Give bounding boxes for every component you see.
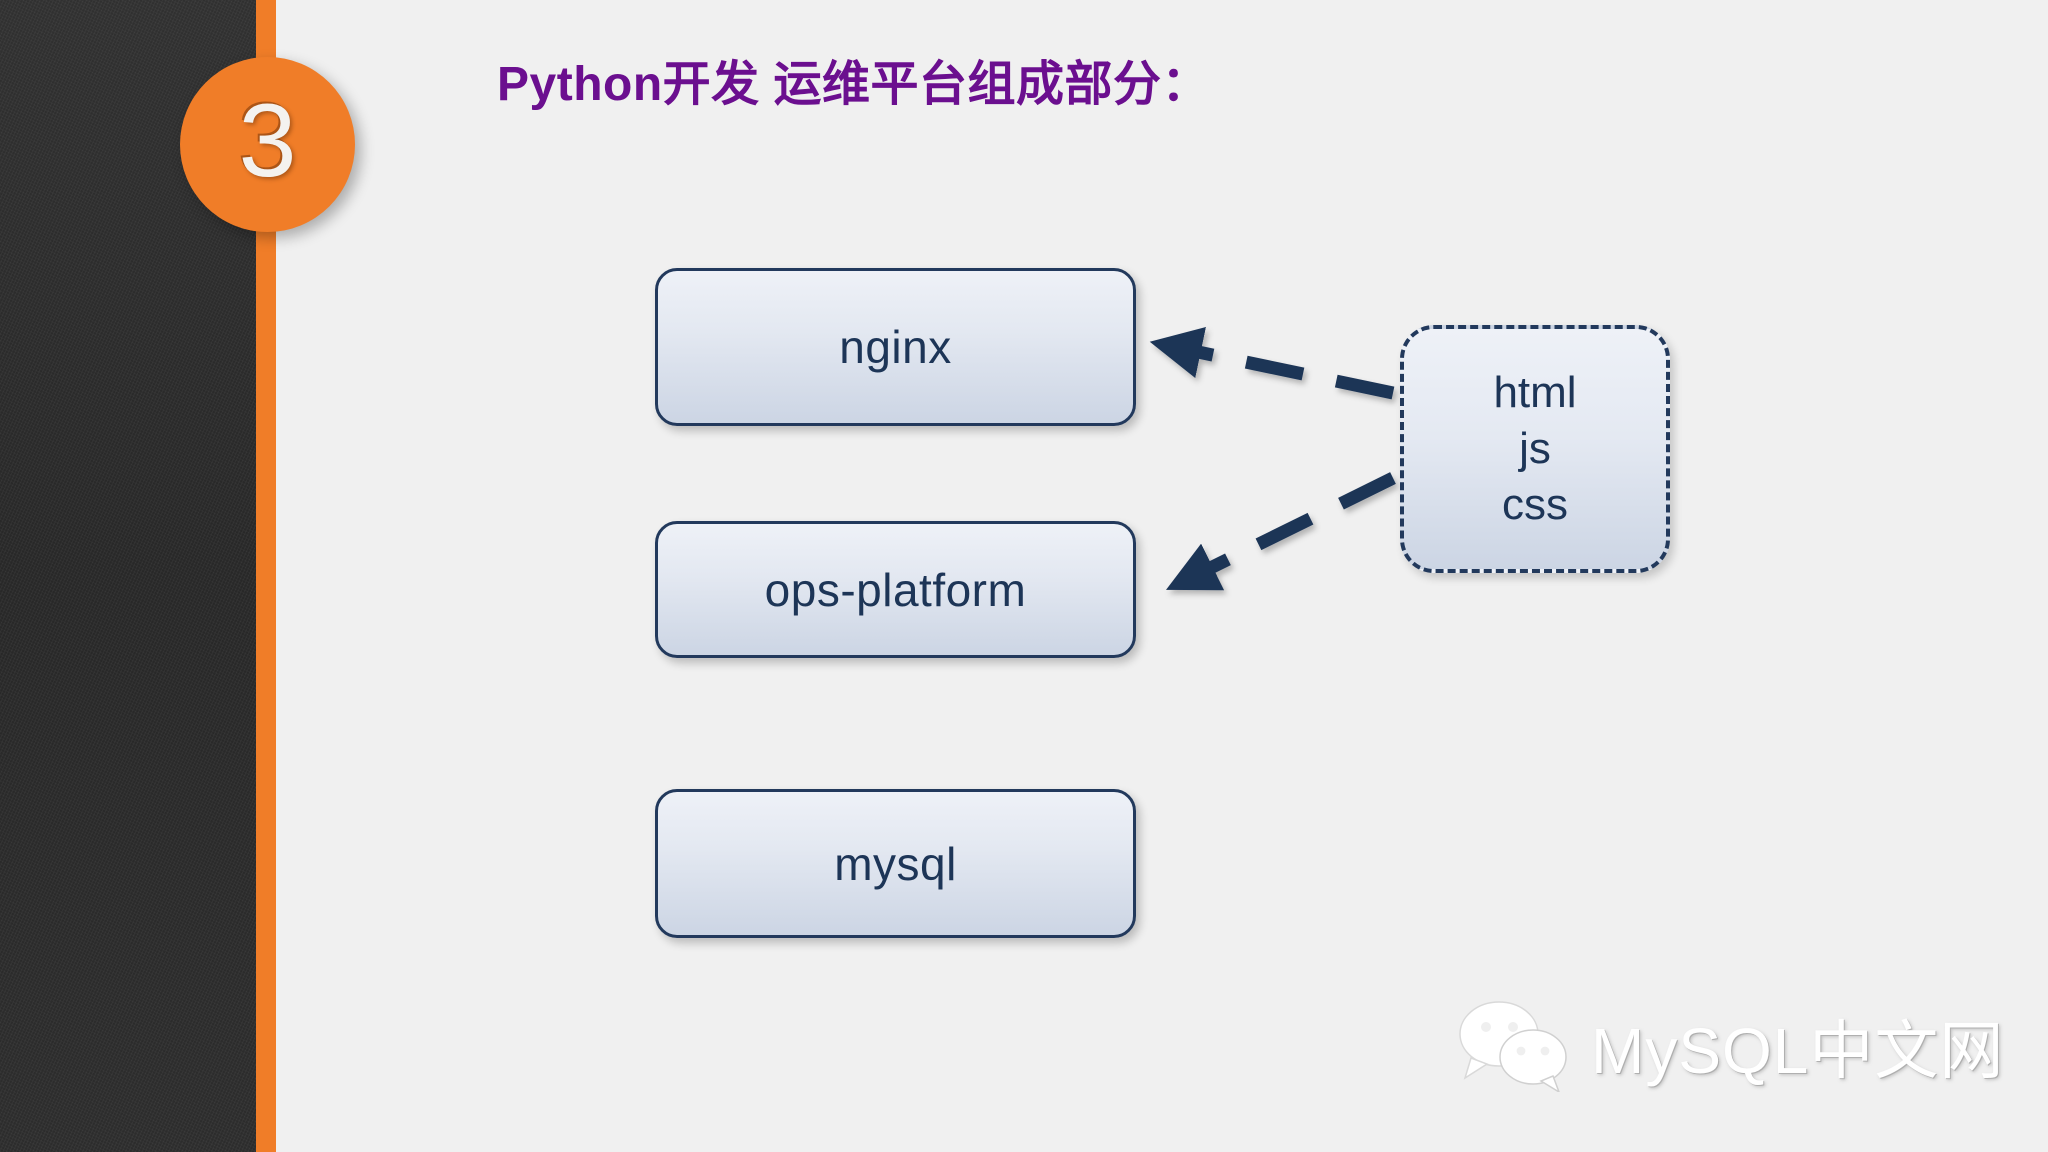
node-client-line-html: html	[1493, 367, 1577, 417]
edge-client-to-ops	[1166, 472, 1396, 591]
watermark: MySQL中文网	[1455, 1000, 2004, 1092]
page-title: Python开发 运维平台组成部分：	[497, 58, 1210, 111]
node-mysql[interactable]: mysql	[655, 789, 1136, 938]
node-client-line-js: js	[1519, 423, 1551, 473]
node-client-assets[interactable]: html js css	[1400, 325, 1670, 573]
step-number-badge: 3	[180, 57, 355, 232]
node-ops-platform-label: ops-platform	[764, 563, 1027, 616]
edge-client-to-nginx	[1149, 327, 1395, 400]
node-mysql-label: mysql	[834, 837, 957, 890]
node-nginx-label: nginx	[839, 321, 952, 373]
orange-accent-bar	[256, 0, 276, 1152]
node-client-line-css: css	[1502, 480, 1568, 530]
step-number-label: 3	[238, 82, 297, 199]
node-nginx[interactable]: nginx	[655, 268, 1136, 426]
wechat-icon	[1459, 1001, 1567, 1092]
watermark-text: MySQL中文网	[1591, 1015, 2005, 1087]
node-ops-platform[interactable]: ops-platform	[655, 521, 1136, 658]
